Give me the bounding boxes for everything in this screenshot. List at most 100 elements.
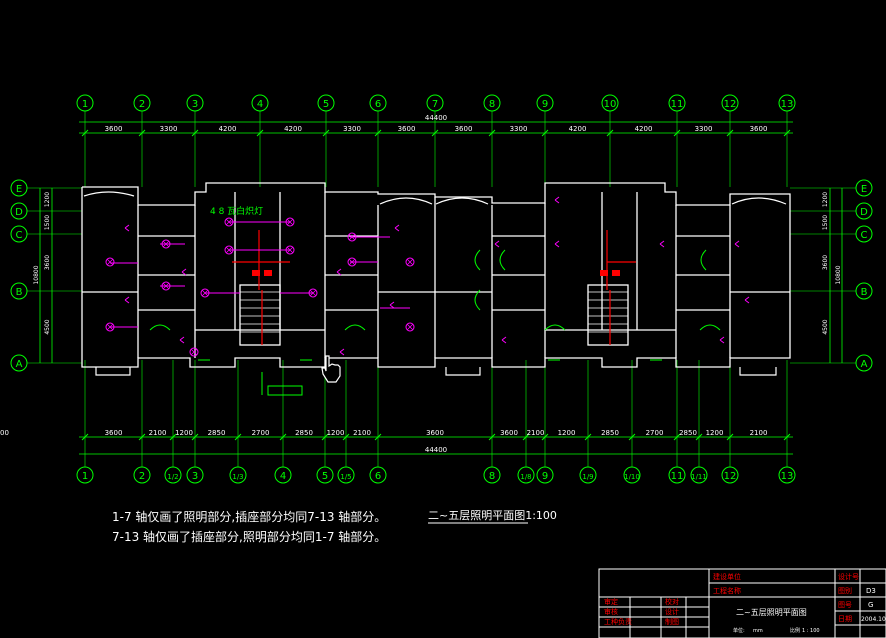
bottom-axis-8-label: 6 — [375, 471, 381, 482]
left-axis-E-label: E — [16, 184, 22, 195]
side-dim-label: 1500 — [822, 215, 829, 230]
switch-symbol — [389, 301, 395, 309]
top-total-dim: 44400 — [425, 114, 447, 122]
dim-label: 2850 — [295, 429, 313, 437]
tb-sheet-no-value: G — [868, 601, 873, 609]
dim-label: 2700 — [252, 429, 270, 437]
dim-label: 3600 — [0, 429, 9, 437]
dim-label: 3600 — [398, 125, 416, 133]
dim-label: 2100 — [527, 429, 545, 437]
top-axis-10-label: 10 — [604, 99, 617, 110]
tb-drawing-name: 二~五层照明平面图 — [736, 608, 807, 617]
switch-symbol — [179, 336, 185, 344]
switch-symbol — [744, 296, 750, 304]
bottom-axis-15-label: 1/11 — [691, 473, 707, 481]
dim-label: 2850 — [208, 429, 226, 437]
tb-scale-label: 比例 — [790, 627, 800, 634]
switch-symbol — [124, 296, 130, 304]
dim-label: 2850 — [679, 429, 697, 437]
side-total-dim: 10800 — [33, 265, 40, 284]
lamp-fixture — [405, 322, 415, 332]
switch-symbol — [394, 224, 400, 232]
title-block — [598, 568, 886, 638]
switch-symbol — [494, 240, 500, 248]
distribution-box — [252, 270, 260, 276]
bottom-axis-5-label: 4 — [280, 471, 286, 482]
dim-label: 2100 — [149, 429, 167, 437]
switch-symbol — [339, 348, 345, 356]
switch-symbol — [501, 336, 507, 344]
dim-label: 2700 — [646, 429, 664, 437]
left-axis-A-label: A — [16, 359, 23, 370]
bottom-axis-16-label: 12 — [724, 471, 737, 482]
bottom-axis-6-label: 5 — [322, 471, 328, 482]
dim-label: 3300 — [160, 125, 178, 133]
tb-category-value: D3 — [866, 587, 876, 595]
top-axis-11-label: 11 — [671, 99, 684, 110]
tb-lead-label: 工种负责 — [604, 617, 632, 626]
bottom-axis-14-label: 11 — [671, 471, 684, 482]
switch-symbol — [181, 268, 187, 276]
tb-category-label: 图别 — [838, 586, 852, 595]
bottom-axis-7-label: 1/5 — [340, 473, 351, 481]
bottom-axis-1-label: 2 — [139, 471, 145, 482]
right-axis-B-label: B — [861, 287, 868, 298]
top-axis-4-label: 4 — [257, 99, 263, 110]
dim-label: 4200 — [219, 125, 237, 133]
bottom-axis-2-label: 1/2 — [167, 473, 178, 481]
dim-label: 3600 — [750, 125, 768, 133]
left-axis-B-label: B — [16, 287, 23, 298]
side-total-dim: 10800 — [835, 265, 842, 284]
wiring-branches — [110, 221, 410, 328]
switch-symbol — [719, 336, 725, 344]
tb-designer-label: 设计 — [665, 607, 679, 616]
balcony-outlines — [83, 191, 787, 376]
lamp-fixture — [405, 257, 415, 267]
switch-symbol — [554, 196, 560, 204]
dim-label: 2100 — [353, 429, 371, 437]
bottom-axis-0-label: 1 — [82, 471, 88, 482]
distribution-box — [264, 270, 272, 276]
lighting-wiring — [232, 230, 636, 345]
top-axis-8-label: 8 — [489, 99, 495, 110]
top-axis-3-label: 3 — [192, 99, 198, 110]
switch-symbol — [554, 240, 560, 248]
dim-label: 1200 — [706, 429, 724, 437]
bottom-axis-4-label: 1/3 — [232, 473, 243, 481]
tb-check-label: 校对 — [665, 597, 679, 606]
bottom-axis-10-label: 1/8 — [520, 473, 531, 481]
bottom-axis-3-label: 3 — [192, 471, 198, 482]
top-axis-13-label: 13 — [781, 99, 794, 110]
side-dim-label: 4500 — [44, 319, 51, 334]
tb-design-no-label: 设计号 — [838, 572, 859, 581]
dim-label: 3300 — [510, 125, 528, 133]
dim-label: 3600 — [426, 429, 444, 437]
bottom-axis-11-label: 9 — [542, 471, 548, 482]
tb-sheet-no-label: 图号 — [838, 601, 852, 609]
top-axis-12-label: 12 — [724, 99, 737, 110]
distribution-box — [612, 270, 620, 276]
right-axis-C-label: C — [861, 230, 868, 241]
right-axis-A-label: A — [861, 359, 868, 370]
bottom-axis-13-label: 1/10 — [624, 473, 640, 481]
top-axis-5-label: 5 — [323, 99, 329, 110]
side-dim-label: 3600 — [44, 255, 51, 270]
dim-label: 1200 — [327, 429, 345, 437]
dim-label: 4200 — [284, 125, 302, 133]
dim-label: 3600 — [105, 125, 123, 133]
right-axis-E-label: E — [861, 184, 867, 195]
side-dim-label: 1500 — [44, 215, 51, 230]
top-axis-6-label: 6 — [375, 99, 381, 110]
tb-owner-label: 建设单位 — [713, 572, 741, 581]
side-dim-label: 1200 — [44, 192, 51, 207]
side-dim-label: 1200 — [822, 192, 829, 207]
dim-label: 2100 — [750, 429, 768, 437]
dim-label: 3600 — [500, 429, 518, 437]
note-line-1: 1-7 轴仅画了照明部分,插座部分均同7-13 轴部分。 — [112, 510, 387, 524]
lamp-fixture — [189, 347, 199, 357]
dim-label: 4200 — [635, 125, 653, 133]
